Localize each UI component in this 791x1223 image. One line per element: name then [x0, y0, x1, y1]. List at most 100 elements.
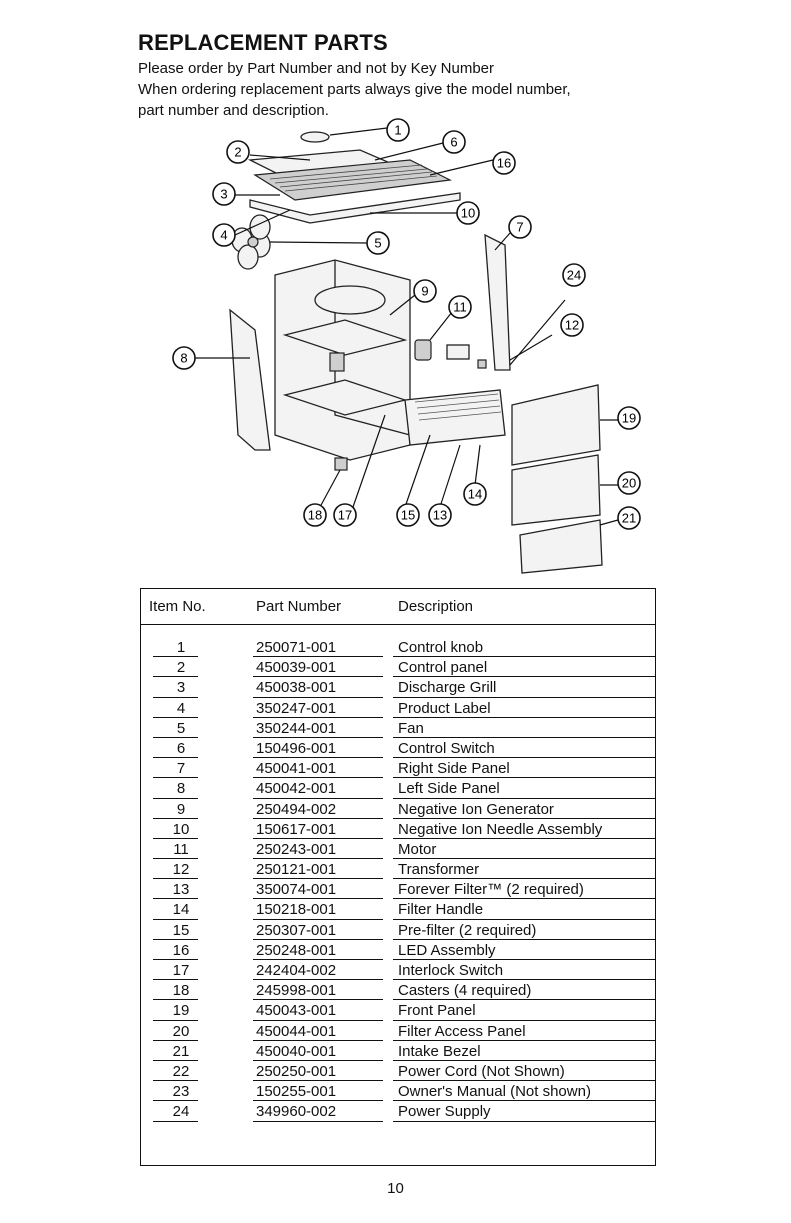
row-underline: [253, 898, 383, 900]
row-underline: [153, 656, 198, 658]
top-cover-drawing: [249, 192, 461, 224]
callout-5: 5: [366, 231, 390, 255]
right-side-panel-drawing: [484, 233, 511, 371]
row-underline: [153, 858, 198, 860]
description-cell: Power Supply: [398, 1103, 491, 1121]
row-underline: [393, 696, 655, 698]
svg-text:7: 7: [516, 220, 523, 235]
row-underline: [253, 656, 383, 658]
row-underline: [153, 1039, 198, 1041]
row-underline: [153, 1100, 198, 1102]
row-underline: [253, 777, 383, 779]
description-cell: Pre-filter (2 required): [398, 921, 537, 939]
row-underline: [253, 1019, 383, 1021]
part-number-cell: 250248-001: [256, 941, 337, 959]
callout-13: 13: [428, 503, 452, 527]
svg-text:16: 16: [497, 156, 511, 171]
row-underline: [253, 1039, 383, 1041]
row-underline: [253, 676, 383, 678]
description-cell: Right Side Panel: [398, 760, 510, 778]
table-row: 15 250307-001 Pre-filter (2 required): [141, 920, 655, 940]
item-number-cell: 1: [176, 639, 186, 656]
row-underline: [393, 898, 655, 900]
part-number-cell: 250307-001: [256, 921, 337, 939]
description-cell: Power Cord (Not Shown): [398, 1062, 565, 1080]
row-underline: [153, 736, 198, 738]
description-cell: Negative Ion Generator: [398, 800, 554, 818]
instruction-line: When ordering replacement parts always g…: [138, 81, 571, 98]
callout-20: 20: [617, 471, 641, 495]
item-number-cell: 16: [172, 941, 190, 959]
row-underline: [393, 817, 655, 819]
row-underline: [253, 1120, 383, 1122]
part-number-cell: 150496-001: [256, 739, 337, 757]
description-cell: Control panel: [398, 659, 488, 677]
row-underline: [253, 999, 383, 1001]
description-cell: Fan: [398, 719, 424, 737]
description-cell: Forever Filter™ (2 required): [398, 881, 584, 899]
row-underline: [253, 837, 383, 839]
row-underline: [393, 979, 655, 981]
filter-drawer-drawing: [404, 389, 506, 446]
row-underline: [153, 797, 198, 799]
part-number-cell: 250243-001: [256, 840, 337, 858]
svg-text:21: 21: [622, 511, 636, 526]
item-number-cell: 12: [172, 861, 190, 879]
callout-11: 11: [448, 295, 472, 319]
row-underline: [253, 959, 383, 960]
item-number-cell: 2: [176, 659, 186, 677]
row-underline: [153, 898, 198, 900]
row-underline: [393, 1019, 655, 1021]
row-underline: [253, 938, 383, 940]
row-underline: [253, 1059, 383, 1061]
item-number-cell: 10: [172, 820, 190, 838]
svg-text:8: 8: [180, 351, 187, 366]
part-number-cell: 250494-002: [256, 800, 337, 818]
svg-text:20: 20: [622, 476, 636, 491]
item-number-cell: 13: [172, 881, 190, 899]
item-number-cell: 8: [176, 780, 186, 798]
row-underline: [393, 736, 655, 738]
description-cell: Left Side Panel: [398, 780, 500, 798]
instruction-line: part number and description.: [138, 102, 329, 119]
svg-text:14: 14: [468, 487, 482, 502]
row-underline: [153, 999, 198, 1001]
svg-text:19: 19: [622, 411, 636, 426]
description-cell: Casters (4 required): [398, 982, 532, 1000]
item-number-cell: 21: [172, 1042, 190, 1060]
svg-text:13: 13: [433, 508, 447, 523]
row-underline: [253, 797, 383, 799]
row-underline: [393, 797, 655, 799]
row-underline: [393, 716, 655, 718]
part-number-cell: 450038-001: [256, 679, 337, 697]
description-cell: Front Panel: [398, 1002, 476, 1020]
row-underline: [153, 676, 198, 678]
description-cell: Motor: [398, 840, 437, 858]
row-underline: [393, 878, 655, 880]
row-underline: [153, 716, 198, 718]
row-underline: [153, 837, 198, 839]
header-part-number: Part Number: [256, 598, 342, 615]
row-underline: [393, 757, 655, 759]
callout-2: 2: [226, 140, 250, 164]
instruction-line: Please order by Part Number and not by K…: [138, 60, 495, 77]
part-number-cell: 242404-002: [256, 962, 337, 979]
item-number-cell: 15: [172, 921, 190, 939]
row-underline: [153, 1019, 198, 1021]
part-number-cell: 349960-002: [256, 1103, 337, 1121]
svg-text:3: 3: [220, 187, 227, 202]
left-side-panel-drawing: [229, 308, 271, 451]
callout-18: 18: [303, 503, 327, 527]
item-number-cell: 19: [172, 1002, 190, 1020]
callout-21: 21: [617, 506, 641, 530]
row-underline: [153, 959, 198, 960]
callout-6: 6: [442, 130, 466, 154]
callout-24: 24: [562, 263, 586, 287]
